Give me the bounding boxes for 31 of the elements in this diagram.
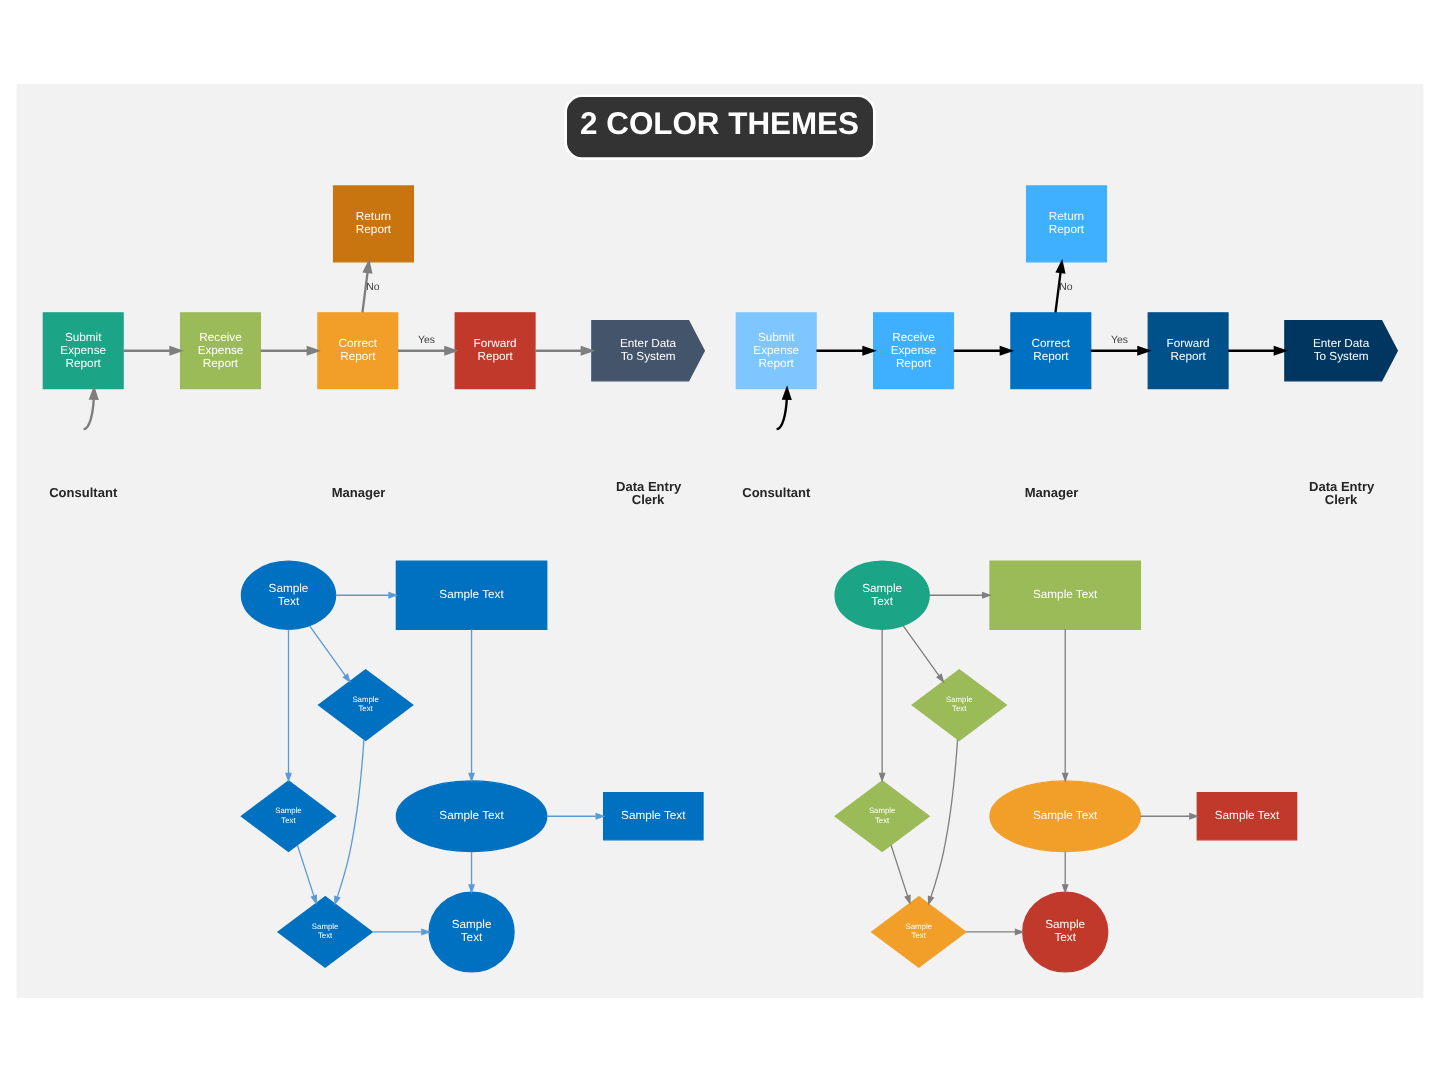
arrow — [296, 843, 318, 904]
arrow — [890, 843, 911, 904]
arrow — [1139, 811, 1199, 819]
arrow — [816, 344, 877, 355]
diagram-title: 2 COLOR THEMES — [580, 106, 860, 141]
arrow — [928, 590, 992, 598]
arrow — [123, 344, 184, 355]
arrow — [535, 344, 596, 355]
arrow — [1228, 344, 1289, 355]
arrow — [371, 927, 432, 935]
arrow — [1061, 850, 1069, 893]
arrow — [361, 257, 373, 312]
arrow — [334, 737, 365, 905]
arrow — [335, 590, 399, 598]
arrow — [397, 344, 459, 355]
arrow — [468, 627, 475, 782]
arrow — [902, 624, 945, 683]
arrow — [927, 737, 959, 905]
arrow — [1054, 257, 1066, 312]
arrow — [546, 811, 606, 819]
arrow — [776, 384, 792, 430]
arrow — [878, 627, 886, 782]
arrow — [965, 927, 1025, 935]
arrow — [468, 850, 475, 893]
arrow — [1061, 627, 1069, 782]
arrow — [83, 384, 99, 430]
arrow — [285, 627, 292, 782]
arrow — [260, 344, 322, 355]
arrow — [308, 624, 351, 683]
arrow — [953, 344, 1015, 355]
arrow — [1090, 344, 1152, 355]
